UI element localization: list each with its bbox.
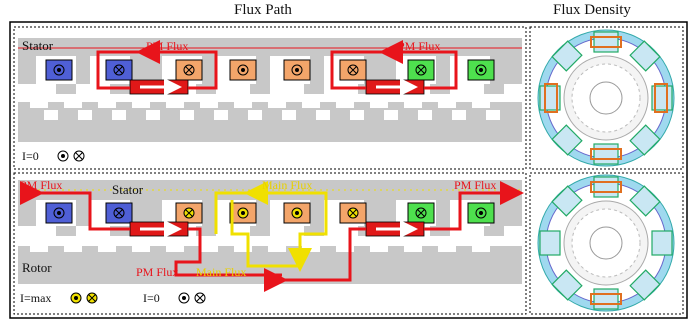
rotor-body <box>18 110 522 142</box>
bottom-current-legend-max: I=max <box>20 291 51 305</box>
top-coil-symbols <box>53 64 487 76</box>
bottom-pm-flux-right-label: PM Flux <box>454 178 496 192</box>
bottom-machine <box>18 180 522 284</box>
bottom-stator-label: Stator <box>112 182 144 197</box>
bottom-legend-max-symbols <box>70 292 98 304</box>
bottom-density-frame <box>529 172 684 315</box>
bottom-pm-flux-paths <box>20 191 520 282</box>
bottom-panel-frame <box>13 172 527 315</box>
top-pm-flux-right-label: PM Flux <box>398 39 440 53</box>
main-flux-top-label: Main Flux <box>262 178 312 192</box>
bottom-coil-symbols <box>53 207 487 219</box>
flux-density-map-top <box>537 29 675 167</box>
top-pm-flux-left-label: PM Flux <box>146 39 188 53</box>
flux-path-header: Flux Path <box>234 2 292 18</box>
top-panel-frame <box>13 26 527 170</box>
top-machine <box>18 38 522 142</box>
top-density-frame <box>529 26 684 170</box>
bottom-pm-flux-bottom-label: PM Flux <box>136 265 178 279</box>
bottom-rotor-label: Rotor <box>22 260 52 275</box>
top-current-legend: I=0 <box>22 149 39 163</box>
flux-density-header: Flux Density <box>553 2 631 18</box>
top-stator-label: Stator <box>22 38 54 53</box>
outer-frame <box>9 21 688 319</box>
flux-density-map-bottom <box>537 174 675 312</box>
bottom-pm-flux-left-label: PM Flux <box>20 178 62 192</box>
bottom-legend-zero-symbols <box>178 292 206 304</box>
top-legend-symbols <box>57 150 85 162</box>
main-flux-bottom-label: Main Flux <box>196 265 246 279</box>
bottom-current-legend-zero: I=0 <box>143 291 160 305</box>
